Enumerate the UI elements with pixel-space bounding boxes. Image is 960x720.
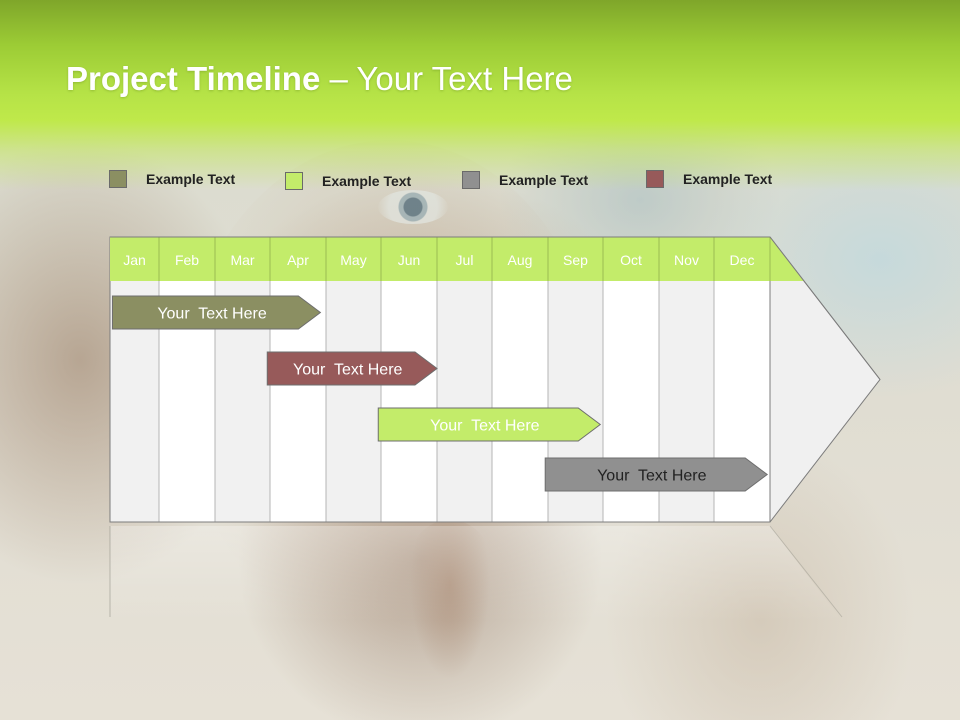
month-header-fill	[110, 237, 804, 281]
background-eye	[378, 190, 448, 224]
month-label-dec: Dec	[730, 252, 755, 268]
month-column-jul	[437, 281, 492, 522]
header-band	[0, 0, 960, 190]
legend-swatch-4	[646, 170, 664, 188]
reflection-fill	[110, 526, 840, 622]
month-label-oct: Oct	[620, 252, 642, 268]
month-header-row: Jan Feb Mar Apr May Jun Jul Aug Sep Oct Nov Dec	[110, 236, 881, 380]
month-label-nov: Nov	[674, 252, 699, 268]
month-column-jun	[381, 281, 437, 522]
legend-label-1: Example Text	[146, 171, 236, 187]
month-column-may	[326, 281, 381, 522]
legend-swatch-1	[109, 170, 127, 188]
month-label-sep: Sep	[563, 252, 588, 268]
title-light: – Your Text Here	[320, 60, 573, 97]
legend-label-2: Example Text	[322, 173, 412, 189]
month-label-feb: Feb	[175, 252, 199, 268]
arrow-tip-upper-edge	[769, 236, 881, 380]
legend-label-4: Example Text	[683, 171, 773, 187]
task-bar-label: Your Text Here	[157, 306, 267, 323]
task-bar-label: Your Text Here	[430, 418, 540, 435]
month-label-apr: Apr	[287, 252, 309, 268]
task-bar-shape	[377, 407, 602, 442]
month-label-jun: Jun	[398, 252, 421, 268]
month-column-aug	[492, 281, 548, 522]
month-label-jan: Jan	[123, 252, 146, 268]
legend-label-3: Example Text	[499, 172, 589, 188]
task-bar-3: Your Text Here	[377, 407, 602, 442]
task-bar-4: Your Text Here	[544, 457, 769, 492]
task-bar-shape	[544, 457, 769, 492]
page-title: Project Timeline – Your Text Here	[66, 60, 573, 98]
task-bar-1: Your Text Here	[111, 295, 322, 330]
task-bar-2: Your Text Here	[266, 351, 438, 386]
task-bar-shape	[266, 351, 438, 386]
task-bar-shape	[111, 295, 322, 330]
legend-swatch-3	[462, 171, 480, 189]
gantt-reflection	[109, 525, 843, 622]
month-label-may: May	[340, 252, 366, 268]
task-bar-label: Your Text Here	[293, 362, 403, 379]
month-label-jul: Jul	[456, 252, 474, 268]
task-bar-label: Your Text Here	[597, 468, 707, 485]
month-label-aug: Aug	[508, 252, 533, 268]
reflection-right-edge	[769, 525, 843, 618]
legend-swatch-2	[285, 172, 303, 190]
title-bold: Project Timeline	[66, 60, 321, 97]
month-label-mar: Mar	[230, 252, 254, 268]
